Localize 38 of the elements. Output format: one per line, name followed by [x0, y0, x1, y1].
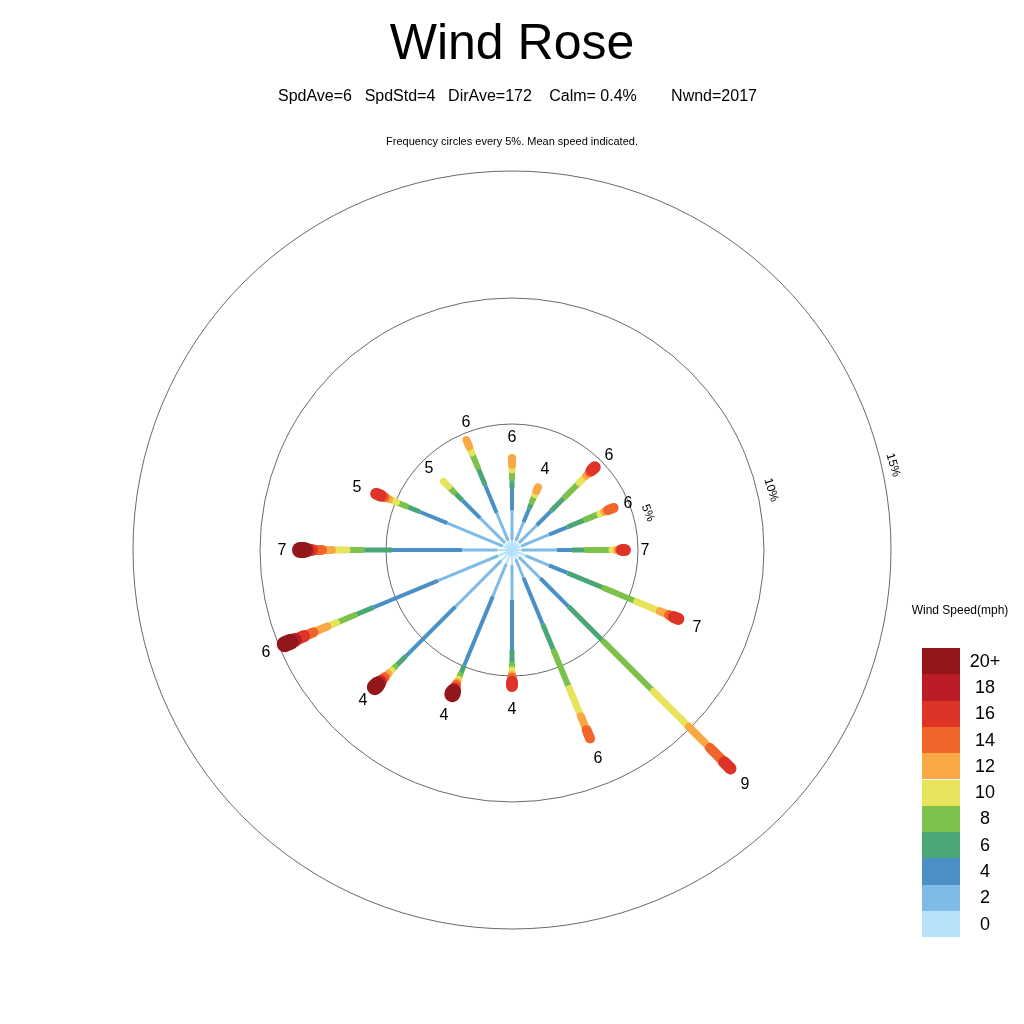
legend-label: 20+: [968, 650, 1002, 672]
ring-label: 15%: [883, 451, 903, 479]
legend-label: 8: [979, 808, 991, 830]
ring-label: 5%: [638, 502, 658, 524]
mean-speed-label: 6: [623, 494, 633, 512]
legend-label: 4: [979, 861, 991, 883]
statistic-label: DirAve=172: [448, 87, 532, 105]
mean-speed-label: 6: [593, 749, 603, 767]
mean-speed-label: 7: [277, 541, 287, 559]
mean-speed-label: 4: [540, 460, 550, 478]
mean-speed-label: 6: [461, 413, 471, 431]
legend-label: 16: [974, 703, 996, 725]
legend-label: 6: [979, 834, 991, 856]
statistic-label: Nwnd=2017: [671, 87, 757, 105]
legend-label: 2: [979, 887, 991, 909]
mean-speed-label: 9: [740, 775, 750, 793]
mean-speed-label: 4: [439, 706, 449, 724]
legend-label: 18: [974, 676, 996, 698]
mean-speed-label: 5: [352, 478, 362, 496]
mean-speed-label: 4: [358, 691, 368, 709]
mean-speed-label: 7: [640, 541, 650, 559]
legend-label: 14: [974, 729, 996, 751]
subtitle: Frequency circles every 5%. Mean speed indicated.: [386, 134, 638, 148]
legend-title: Wind Speed(mph): [911, 604, 1009, 618]
legend-label: 10: [974, 782, 996, 804]
mean-speed-label: 5: [424, 459, 434, 477]
legend-label: 0: [979, 913, 991, 935]
chart-title: Wind Rose: [389, 14, 635, 70]
mean-speed-label: 6: [261, 643, 271, 661]
mean-speed-label: 6: [604, 446, 614, 464]
mean-speed-label: 4: [507, 700, 517, 718]
mean-speed-label: 6: [507, 428, 517, 446]
ring-label: 10%: [761, 476, 781, 504]
legend-label: 12: [974, 755, 996, 777]
mean-speed-label: 7: [692, 618, 702, 636]
statistic-label: SpdAve=6: [278, 87, 352, 105]
statistic-label: SpdStd=4: [364, 87, 436, 105]
statistic-label: Calm= 0.4%: [549, 87, 637, 105]
